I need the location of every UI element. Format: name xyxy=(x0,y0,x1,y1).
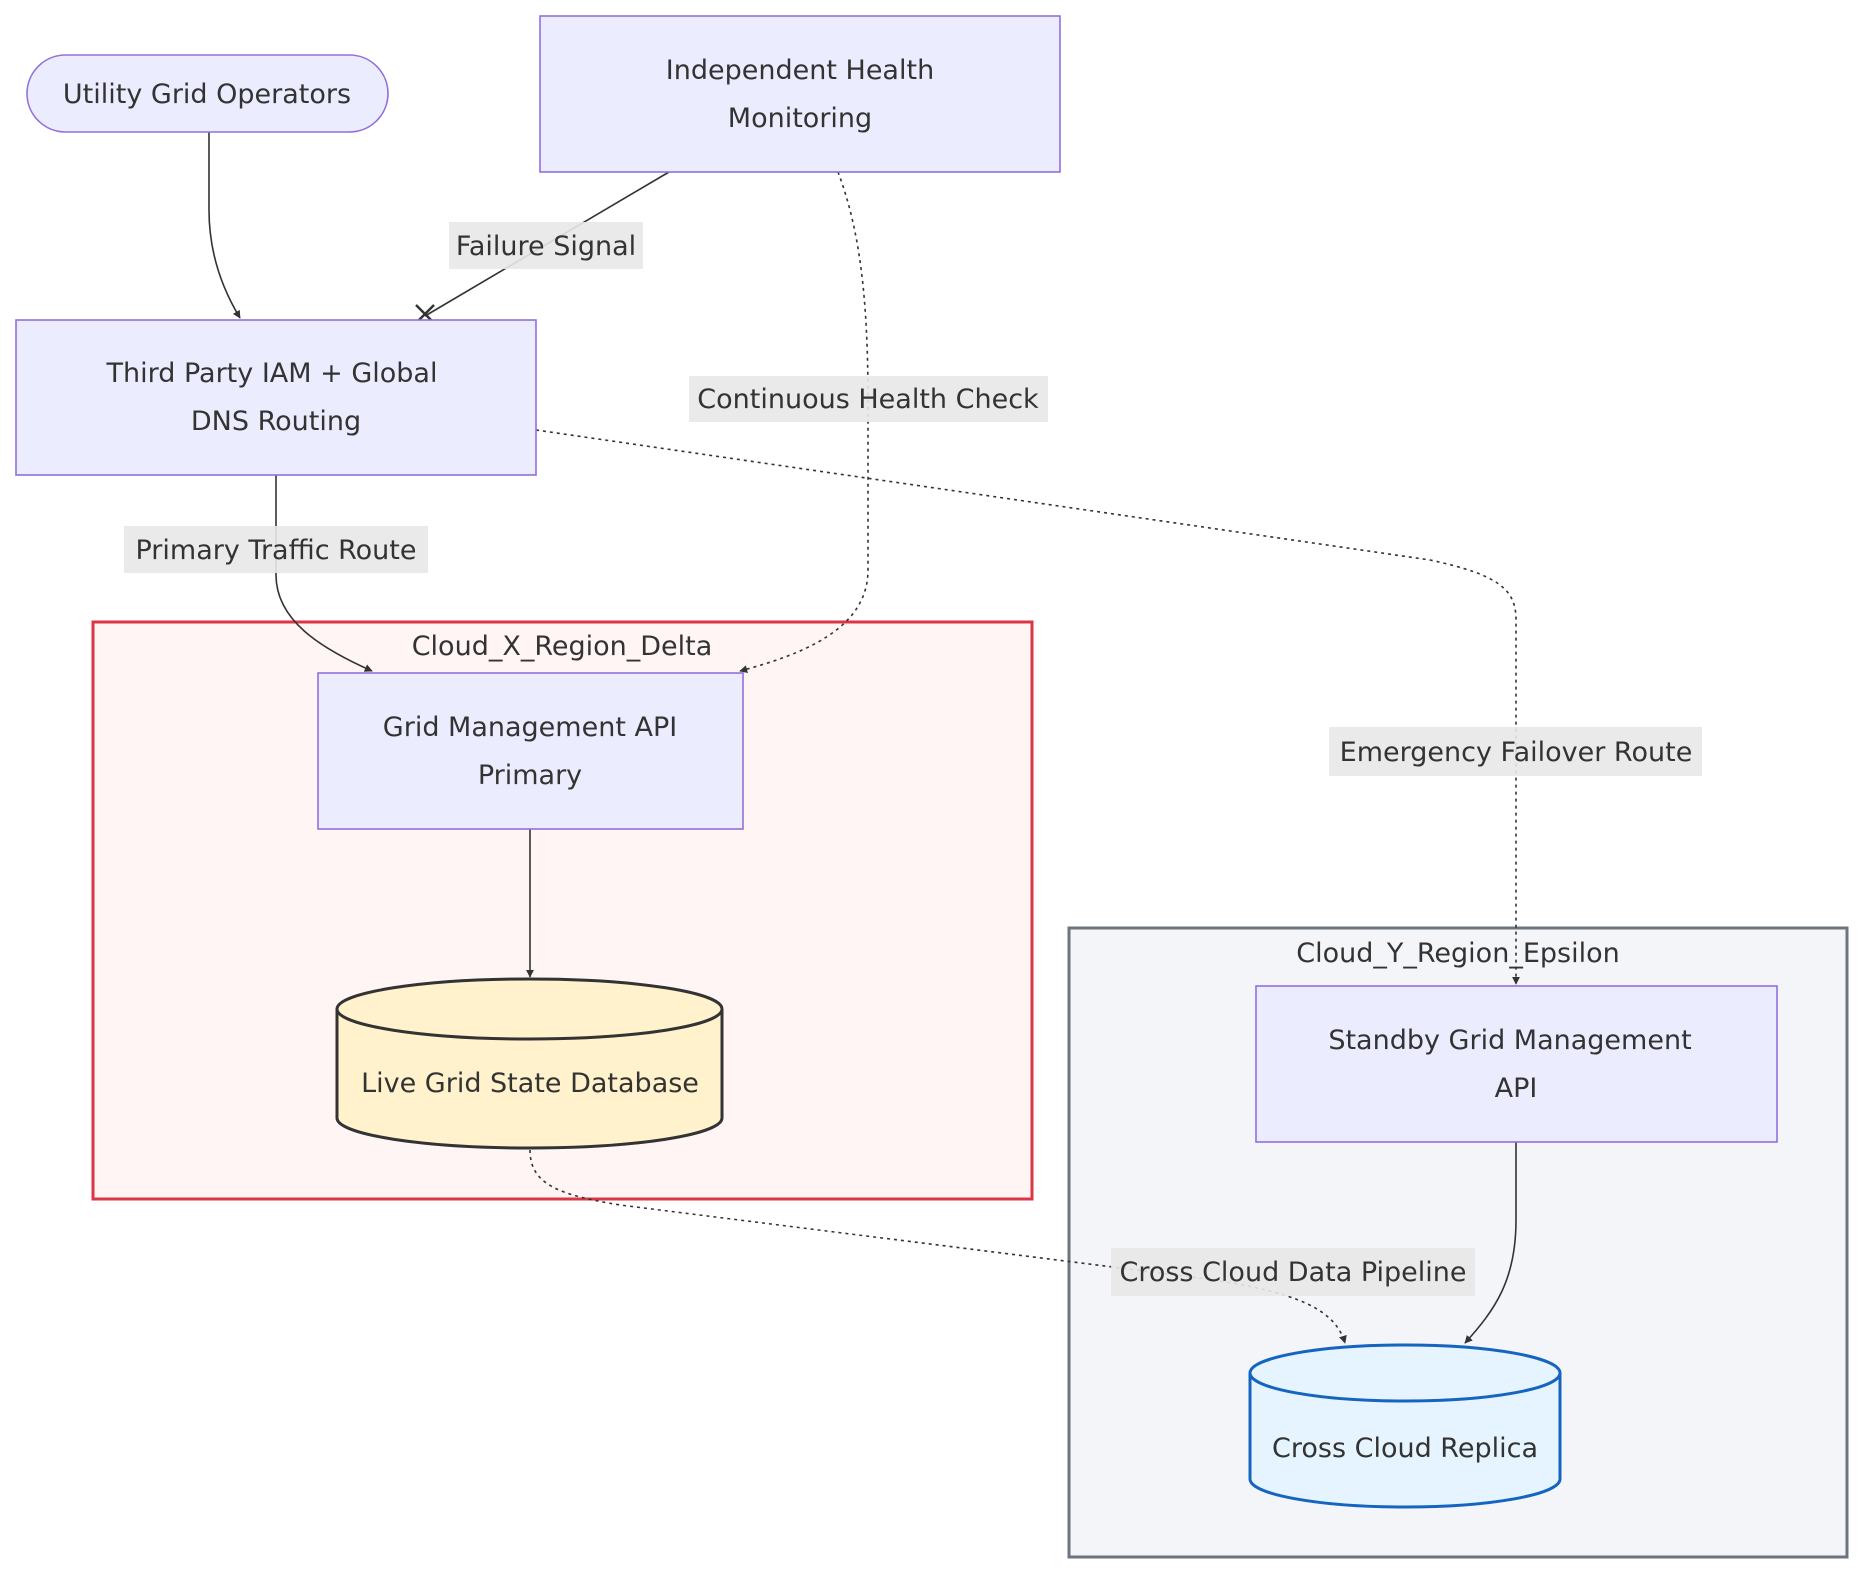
node-independent-health-monitoring-label-line1: Independent Health xyxy=(666,55,934,86)
node-grid-management-api-primary[interactable]: Grid Management API Primary xyxy=(317,672,744,830)
edge-label-failure-signal: Failure Signal xyxy=(449,222,643,269)
edge-label-cross-cloud-data-pipeline: Cross Cloud Data Pipeline xyxy=(1111,1248,1475,1296)
node-utility-grid-operators-label: Utility Grid Operators xyxy=(63,79,351,110)
node-cross-cloud-replica[interactable]: Cross Cloud Replica xyxy=(1248,1343,1562,1509)
edge-label-primary-traffic-route-text: Primary Traffic Route xyxy=(136,535,417,566)
cluster-cloud-y-title: Cloud_Y_Region_Epsilon xyxy=(1296,938,1619,969)
edge-label-cross-cloud-data-pipeline-text: Cross Cloud Data Pipeline xyxy=(1119,1257,1466,1288)
node-third-party-iam-dns[interactable]: Third Party IAM + Global DNS Routing xyxy=(15,319,537,476)
node-live-grid-state-database[interactable]: Live Grid State Database xyxy=(335,977,724,1150)
node-cross-cloud-replica-label: Cross Cloud Replica xyxy=(1272,1433,1538,1464)
edge-operators-to-iam[interactable] xyxy=(208,132,241,319)
edge-label-primary-traffic-route: Primary Traffic Route xyxy=(124,526,428,573)
cluster-cloud-x-title: Cloud_X_Region_Delta xyxy=(412,631,713,662)
node-standby-grid-management-api-label-line1: Standby Grid Management xyxy=(1328,1025,1691,1056)
node-third-party-iam-dns-label-line1: Third Party IAM + Global xyxy=(106,358,438,389)
edge-api-standby-to-db-replica[interactable] xyxy=(1464,1142,1517,1344)
node-grid-management-api-primary-label-line1: Grid Management API xyxy=(383,712,677,743)
edge-label-emergency-failover-route-text: Emergency Failover Route xyxy=(1340,737,1693,768)
database-cylinder-icon xyxy=(335,977,724,1150)
edge-label-continuous-health-check: Continuous Health Check xyxy=(689,376,1048,422)
node-standby-grid-management-api[interactable]: Standby Grid Management API xyxy=(1255,985,1778,1143)
edge-label-failure-signal-text: Failure Signal xyxy=(456,231,636,262)
node-independent-health-monitoring-label-line2: Monitoring xyxy=(728,103,872,134)
node-third-party-iam-dns-label-line2: DNS Routing xyxy=(191,406,361,437)
database-cylinder-icon xyxy=(1248,1343,1562,1509)
node-independent-health-monitoring[interactable]: Independent Health Monitoring xyxy=(539,15,1061,173)
edge-label-emergency-failover-route: Emergency Failover Route xyxy=(1329,727,1702,776)
node-standby-grid-management-api-label-line2: API xyxy=(1495,1073,1538,1104)
edge-label-continuous-health-check-text: Continuous Health Check xyxy=(697,384,1039,415)
node-utility-grid-operators[interactable]: Utility Grid Operators xyxy=(26,54,389,133)
node-grid-management-api-primary-label-line2: Primary xyxy=(478,760,582,791)
edge-iam-to-api-primary[interactable] xyxy=(275,475,373,672)
node-live-grid-state-database-label: Live Grid State Database xyxy=(361,1068,699,1099)
